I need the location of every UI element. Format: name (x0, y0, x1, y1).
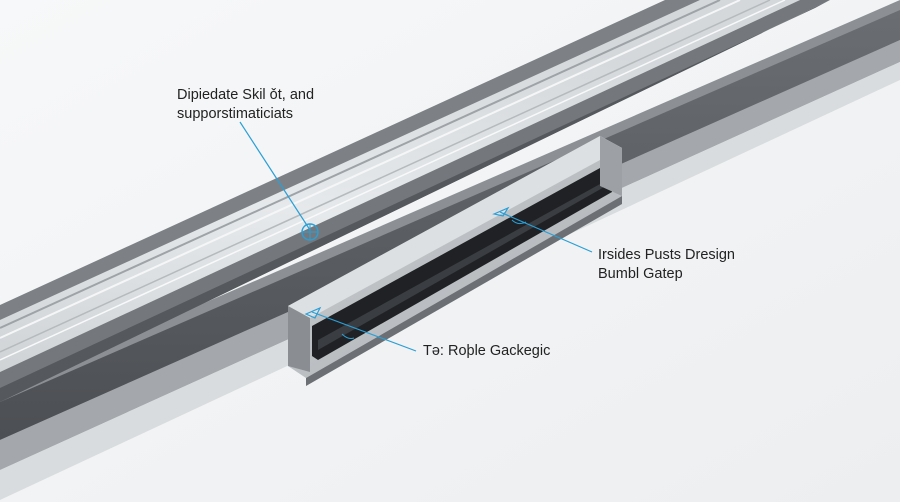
callout-top-line2: supporstimaticiats (177, 106, 294, 122)
rail-groove-line (0, 0, 740, 338)
arrow-marker-icon (304, 306, 355, 339)
callout-label-right: Irsides Pusts Dresign Bumbl Gatep (598, 246, 735, 284)
rail-edge-lip (0, 0, 830, 402)
rail-groove-line (0, 0, 771, 353)
target-marker-icon (301, 223, 319, 241)
bracket-box (288, 136, 622, 386)
rail-groove-line (0, 0, 721, 329)
callout-label-top: Dipiedate Skil ǒt, and supporstimaticiat… (177, 86, 314, 124)
callout-bottom-line1: Tǝ: Roþle Gackegic (423, 343, 551, 359)
rail-groove-line (0, 0, 785, 360)
callout-right-line1: Irsides Pusts Dresign (598, 247, 735, 263)
rail-back-ledge (0, 0, 700, 320)
callout-right-line2: Bumbl Gatep (598, 266, 683, 282)
callout-label-bottom: Tǝ: Roþle Gackegic (423, 342, 550, 361)
callout-top-line1: Dipiedate Skil ǒt, and (177, 87, 315, 103)
arrow-marker-icon (492, 206, 527, 225)
leader-line-top (239, 121, 311, 231)
leader-line-bottom (311, 311, 417, 352)
leader-line-right (499, 211, 593, 253)
